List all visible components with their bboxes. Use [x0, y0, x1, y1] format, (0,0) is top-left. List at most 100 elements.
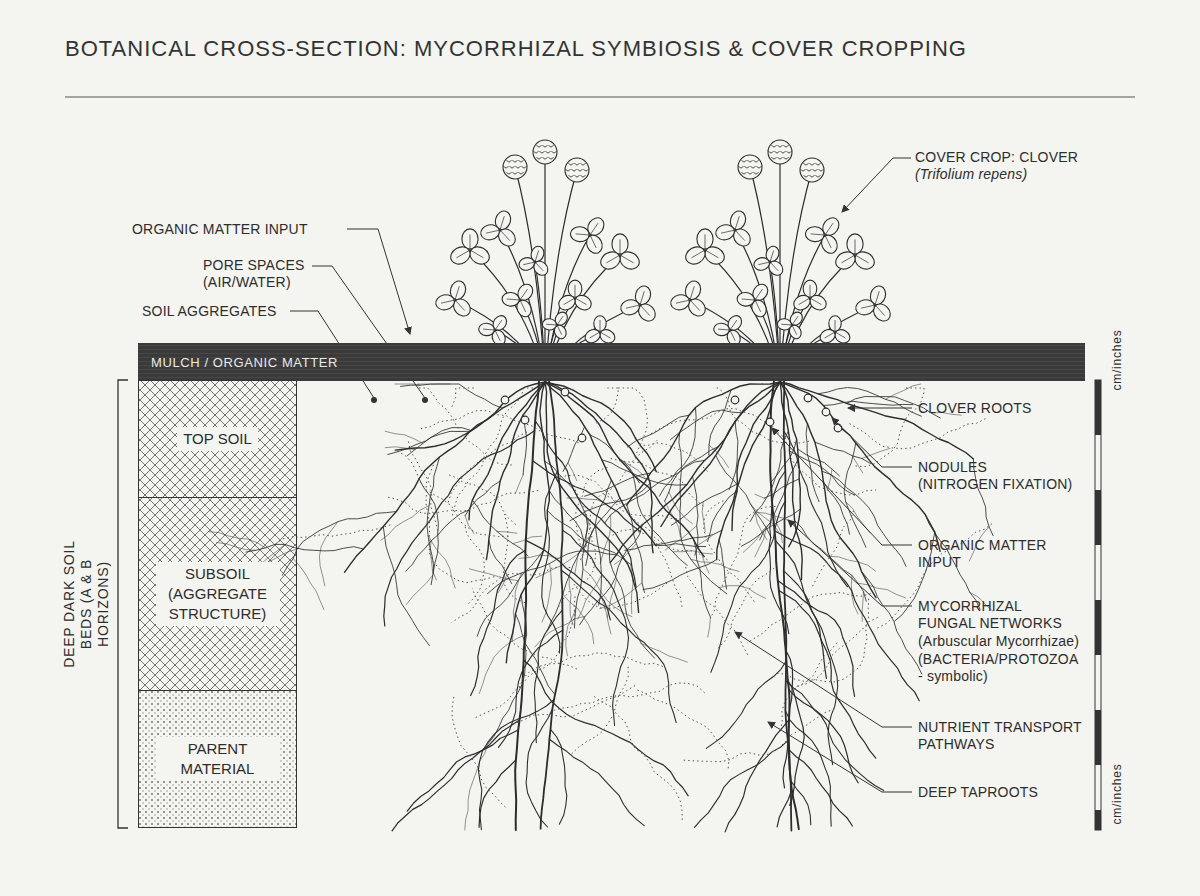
- leaflet: [572, 293, 594, 313]
- leaf-vein: [718, 329, 730, 331]
- root: [381, 506, 429, 541]
- root: [818, 388, 921, 417]
- leaf-vein: [535, 262, 543, 271]
- root: [605, 460, 705, 523]
- root: [679, 433, 682, 493]
- floret: [739, 166, 744, 168]
- leaf-vein: [705, 234, 706, 250]
- leaflet: [847, 234, 863, 254]
- floret: [819, 169, 824, 171]
- leaf-vein: [792, 325, 797, 335]
- leaf-vein: [799, 298, 810, 305]
- hypha: [418, 388, 512, 465]
- scale-segment: [1095, 600, 1101, 655]
- floret: [507, 160, 512, 162]
- root: [750, 431, 788, 521]
- flower-head: [800, 158, 824, 182]
- hypha: [796, 617, 878, 686]
- hypha: [519, 653, 663, 688]
- floret: [748, 160, 753, 162]
- root: [774, 514, 782, 543]
- leaf-vein: [557, 316, 563, 325]
- hypha: [560, 486, 596, 607]
- floret: [784, 145, 789, 147]
- floret: [769, 151, 774, 153]
- hatch-fill: [138, 380, 297, 690]
- leaflet: [803, 280, 817, 297]
- hypha: [811, 511, 853, 589]
- root: [551, 729, 567, 824]
- hypha: [452, 567, 571, 623]
- nodule: [804, 394, 812, 402]
- leaf-vein: [811, 234, 825, 235]
- floret: [742, 172, 747, 174]
- leaf-vein: [500, 230, 510, 241]
- flower-head: [503, 155, 527, 179]
- leaf-vein: [590, 223, 598, 235]
- root: [828, 469, 832, 489]
- leaflet: [805, 226, 825, 242]
- floret: [572, 169, 577, 171]
- root: [406, 575, 433, 605]
- leaf-vein: [792, 316, 798, 325]
- leaflet: [854, 298, 876, 317]
- leader-line: [848, 408, 912, 409]
- callout-label: (Arbuscular Mycorrhizae): [918, 633, 1079, 650]
- layer-label: PARENT MATERIAL: [156, 737, 280, 781]
- floret: [569, 175, 574, 177]
- roots: [209, 381, 994, 832]
- leaf-vein: [600, 320, 601, 332]
- leaflet: [594, 316, 606, 332]
- leader-lines: [290, 158, 912, 792]
- floret: [519, 172, 524, 174]
- root: [488, 551, 617, 594]
- vertical-label: DEEP DARK SOIL BEDS (A & B HORIZONS): [61, 520, 112, 688]
- root: [780, 382, 802, 580]
- leaf-vein: [835, 320, 836, 332]
- floret: [543, 157, 548, 159]
- floret: [751, 166, 756, 168]
- root: [282, 512, 396, 576]
- hypha: [747, 592, 871, 643]
- hypha: [515, 686, 635, 724]
- root: [717, 382, 780, 560]
- floret: [754, 160, 759, 162]
- root: [563, 427, 585, 472]
- floret: [549, 157, 554, 159]
- nodule: [834, 424, 842, 432]
- root: [780, 382, 876, 598]
- root: [785, 711, 831, 826]
- root: [706, 661, 786, 749]
- leaf-vein: [742, 299, 755, 300]
- root: [780, 382, 940, 551]
- leaf-vein: [810, 285, 811, 298]
- root: [609, 540, 654, 658]
- leaf-vein: [575, 285, 576, 298]
- hypha: [618, 388, 648, 457]
- leaflet: [568, 280, 582, 297]
- root: [545, 382, 656, 546]
- leaflet: [502, 292, 520, 307]
- root: [479, 760, 516, 827]
- root: [729, 421, 738, 490]
- soil-layer: SUBSOIL (AGGREGATE STRUCTURE): [138, 497, 297, 691]
- hypha: [387, 491, 538, 514]
- hypha: [452, 388, 534, 516]
- root: [580, 525, 643, 625]
- root: [776, 541, 827, 679]
- leaf-vein: [507, 299, 520, 300]
- leaflet: [479, 223, 501, 242]
- floret: [543, 145, 548, 147]
- floret: [757, 166, 762, 168]
- hypha: [682, 709, 835, 762]
- leaf-vein: [495, 320, 502, 330]
- floret: [754, 172, 759, 174]
- leaf-vein: [730, 320, 737, 330]
- hypha: [452, 388, 474, 407]
- leaflet: [713, 323, 730, 337]
- leaflet: [737, 292, 755, 307]
- floret: [816, 163, 821, 165]
- scale-bar: [1095, 380, 1101, 830]
- leaf-vein: [755, 289, 763, 300]
